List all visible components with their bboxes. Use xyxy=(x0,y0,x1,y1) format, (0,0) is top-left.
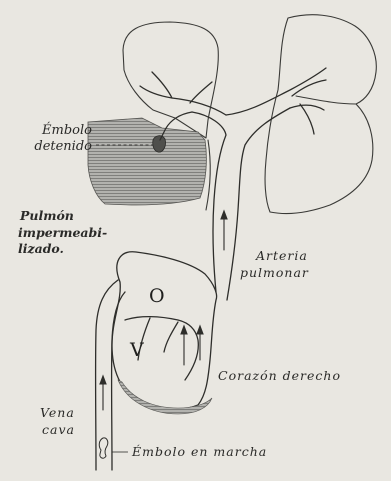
label-corazon-derecho: Corazón derecho xyxy=(218,370,341,383)
label-pulmon-impermeabilizado: Pulmón impermeabi- lizado. xyxy=(18,210,107,256)
right-lung-fissure xyxy=(296,96,356,104)
vena-cava-left-wall xyxy=(96,280,118,470)
right-pulmonary-twig-2 xyxy=(300,104,314,134)
label-chamber-v: V xyxy=(130,341,144,360)
label-chamber-o: O xyxy=(149,287,165,306)
label-embolo-en-marcha: Émbolo en marcha xyxy=(132,446,267,459)
vena-cava-flow-arrow xyxy=(100,376,106,410)
lodged-embolus xyxy=(153,136,166,152)
valve-flap xyxy=(164,322,178,352)
pulmonary-flow-arrow xyxy=(221,211,227,250)
left-pulmonary-twig-2 xyxy=(190,82,212,103)
label-embolo-detenido: Émbolo detenido xyxy=(30,124,92,153)
label-vena-cava: Vena cava xyxy=(40,407,75,436)
label-arteria-line1: Arteria xyxy=(240,250,309,263)
ventricle-shaded-rim xyxy=(118,380,212,414)
label-vena-line2: cava xyxy=(40,424,75,437)
right-pulmonary-twig xyxy=(292,80,326,96)
label-vena-line1: Vena xyxy=(40,407,75,420)
right-lung-outline xyxy=(265,15,376,214)
label-pulmon-line3: lizado. xyxy=(18,243,107,256)
label-pulmon-line1: Pulmón xyxy=(18,210,107,223)
moving-embolus xyxy=(99,438,108,458)
impermeable-lung-region xyxy=(88,118,206,205)
label-embolo-detenido-line2: detenido xyxy=(30,140,92,153)
label-arteria-line2: pulmonar xyxy=(240,267,309,280)
left-pulmonary-branch-upper xyxy=(140,86,226,115)
label-pulmon-line2: impermeabi- xyxy=(18,227,107,240)
label-embolo-detenido-line1: Émbolo xyxy=(30,124,92,137)
ventricle-flow-arrow xyxy=(181,326,187,365)
left-lung-lower-outline xyxy=(206,140,210,210)
label-arteria-pulmonar: Arteria pulmonar xyxy=(240,250,309,279)
right-pulmonary-branch-upper xyxy=(226,68,326,115)
right-pulmonary-branch-lower xyxy=(290,105,324,110)
